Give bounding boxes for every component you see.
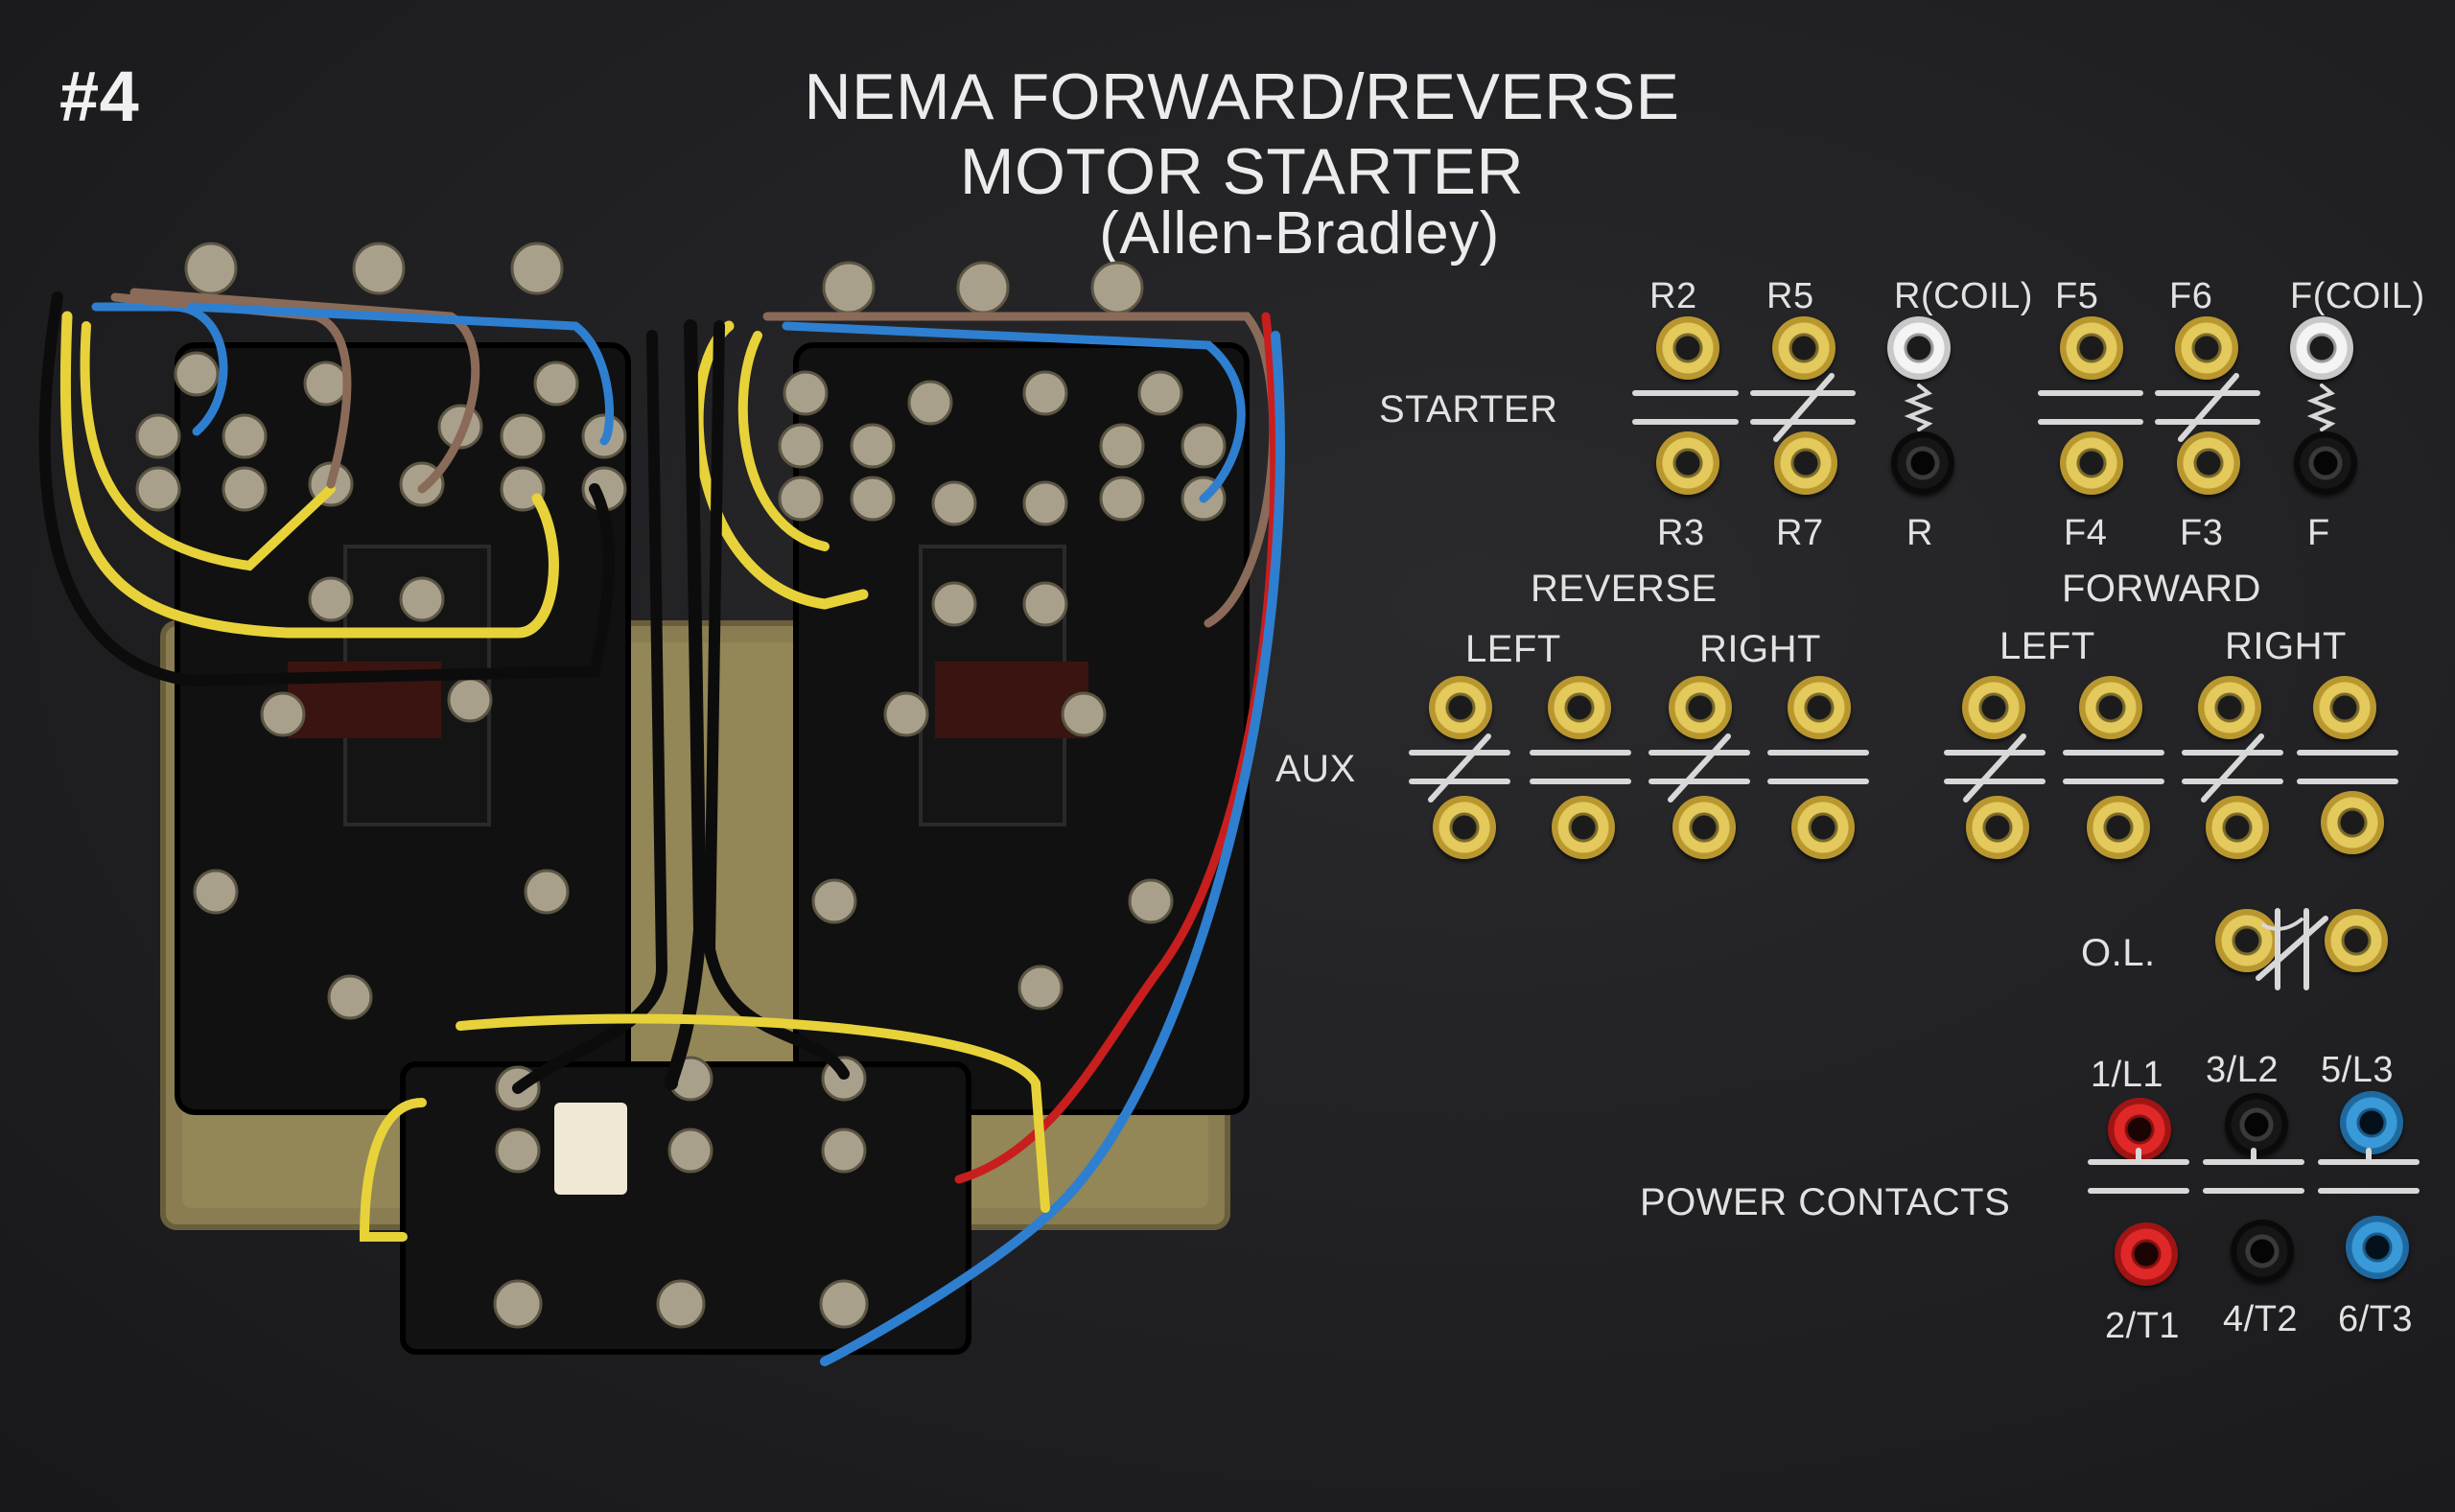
terminal-R[interactable] <box>1891 431 1954 495</box>
terminal-R7[interactable] <box>1774 431 1837 495</box>
aux-fwd-left-2-no <box>2063 750 2164 784</box>
power-contacts-label: POWER CONTACTS <box>1640 1181 2011 1223</box>
aux-rev-left-1-top[interactable] <box>1429 676 1492 739</box>
terminal-R-coil[interactable] <box>1887 316 1951 380</box>
power-top-label-1: 1/L1 <box>2091 1055 2163 1095</box>
power-bottom-label-3: 6/T3 <box>2338 1299 2414 1339</box>
aux-fwd-left-2-top[interactable] <box>2079 676 2142 739</box>
aux-fwd-right-1-bottom[interactable] <box>2206 796 2269 859</box>
forward-left-label: LEFT <box>1999 625 2095 667</box>
starter-top-label-2: R5 <box>1766 276 1814 316</box>
terminal-5-L3[interactable] <box>2340 1091 2403 1154</box>
terminal-6-T3[interactable] <box>2346 1216 2409 1279</box>
starter-bottom-label-5: F3 <box>2180 513 2224 553</box>
contact-F6-F3-nc <box>2155 373 2260 442</box>
starter-bottom-label-2: R7 <box>1776 513 1824 553</box>
aux-rev-left-1-bottom[interactable] <box>1433 796 1496 859</box>
aux-rev-right-2-bottom[interactable] <box>1791 796 1855 859</box>
terminal-F3[interactable] <box>2177 431 2240 495</box>
contact-F5-F4-no <box>2038 390 2143 425</box>
power-contact-2 <box>2203 1148 2304 1194</box>
panel-title-line2: MOTOR STARTER <box>959 135 1525 208</box>
coil-F-symbol <box>2306 384 2337 431</box>
panel-title-line3: (Allen-Bradley) <box>1099 200 1500 267</box>
power-contact-3 <box>2318 1148 2420 1194</box>
contact-R2-R3-no <box>1632 390 1739 425</box>
terminal-R5[interactable] <box>1772 316 1835 380</box>
terminal-4-T2[interactable] <box>2231 1220 2294 1283</box>
aux-fwd-right-1-nc <box>2182 733 2283 803</box>
aux-rev-right-1-top[interactable] <box>1669 676 1732 739</box>
forward-right-label: RIGHT <box>2225 625 2347 667</box>
aux-rev-left-1-nc <box>1409 733 1510 803</box>
terminal-F6[interactable] <box>2175 316 2238 380</box>
panel-number: #4 <box>59 57 140 136</box>
terminal-F5[interactable] <box>2060 316 2123 380</box>
power-bottom-label-1: 2/T1 <box>2105 1306 2181 1346</box>
starter-top-label-4: F5 <box>2055 276 2099 316</box>
power-top-label-3: 5/L3 <box>2321 1050 2394 1090</box>
overload-terminal-left[interactable] <box>2215 909 2279 972</box>
starter-top-label-3: R(COIL) <box>1894 276 2033 316</box>
panel-title-line1: NEMA FORWARD/REVERSE <box>804 60 1680 133</box>
contact-R5-R7-nc <box>1750 373 1856 442</box>
aux-fwd-left-2-bottom[interactable] <box>2087 796 2150 859</box>
aux-fwd-right-2-bottom[interactable] <box>2321 791 2384 854</box>
aux-fwd-left-1-nc <box>1944 733 2046 803</box>
reverse-label: REVERSE <box>1531 568 1718 610</box>
reverse-left-label: LEFT <box>1465 628 1561 670</box>
terminal-R3[interactable] <box>1656 431 1719 495</box>
overload-terminal-right[interactable] <box>2325 909 2388 972</box>
starter-label: STARTER <box>1379 388 1558 430</box>
power-top-label-2: 3/L2 <box>2206 1050 2279 1090</box>
aux-fwd-left-1-bottom[interactable] <box>1966 796 2029 859</box>
terminal-F4[interactable] <box>2060 431 2123 495</box>
overload-reset-button <box>554 1103 627 1195</box>
starter-bottom-label-6: F <box>2307 513 2330 553</box>
aux-label: AUX <box>1275 748 1356 790</box>
power-bottom-label-2: 4/T2 <box>2223 1299 2299 1339</box>
terminal-3-L2[interactable] <box>2225 1093 2288 1156</box>
aux-rev-right-2-top[interactable] <box>1788 676 1851 739</box>
terminal-F-coil[interactable] <box>2290 316 2353 380</box>
contactor-assembly <box>38 242 1285 1366</box>
aux-rev-left-2-no <box>1530 750 1631 784</box>
aux-fwd-right-2-top[interactable] <box>2313 676 2376 739</box>
coil-R-symbol <box>1904 384 1934 431</box>
terminal-1-L1[interactable] <box>2108 1098 2171 1161</box>
aux-rev-right-1-nc <box>1648 733 1750 803</box>
starter-bottom-label-4: F4 <box>2064 513 2108 553</box>
starter-top-label-1: R2 <box>1649 276 1697 316</box>
aux-fwd-right-1-top[interactable] <box>2198 676 2261 739</box>
overload-label: O.L. <box>2081 932 2156 974</box>
aux-fwd-right-2-no <box>2297 750 2398 784</box>
reverse-right-label: RIGHT <box>1699 628 1821 670</box>
terminal-R2[interactable] <box>1656 316 1719 380</box>
terminal-F[interactable] <box>2294 431 2357 495</box>
starter-top-label-6: F(COIL) <box>2290 276 2425 316</box>
aux-fwd-left-1-top[interactable] <box>1962 676 2025 739</box>
starter-bottom-label-3: R <box>1906 513 1933 553</box>
starter-top-label-5: F6 <box>2169 276 2213 316</box>
aux-rev-left-2-bottom[interactable] <box>1552 796 1615 859</box>
aux-rev-right-2-no <box>1767 750 1869 784</box>
aux-rev-right-1-bottom[interactable] <box>1672 796 1736 859</box>
forward-label: FORWARD <box>2062 568 2261 610</box>
terminal-2-T1[interactable] <box>2115 1222 2178 1286</box>
starter-bottom-label-1: R3 <box>1657 513 1705 553</box>
aux-rev-left-2-top[interactable] <box>1548 676 1611 739</box>
